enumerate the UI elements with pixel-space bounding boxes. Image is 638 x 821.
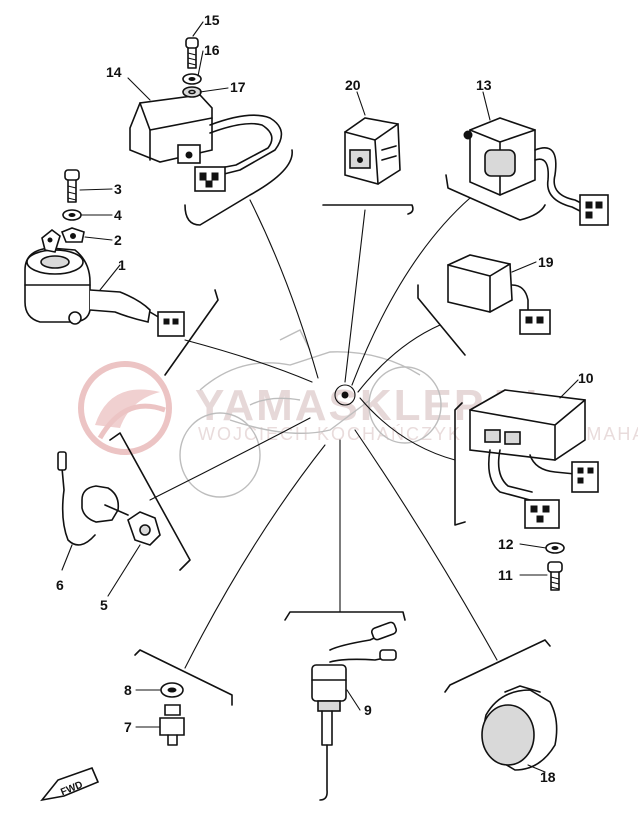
washer-part-12 [545,542,565,554]
bolt-part-3 [64,169,80,203]
label-part-18: 18 [540,769,556,785]
bolt-part-15 [185,37,199,69]
label-part-8: 8 [124,682,132,698]
watermark-logo-icon [78,361,172,455]
label-part-13: 13 [476,77,492,93]
label-part-7: 7 [124,719,132,735]
label-part-4: 4 [114,207,122,223]
relay-part-20 [344,117,401,185]
switch-part-5 [81,485,161,546]
relay-part-13 [463,117,609,226]
label-part-19: 19 [538,254,554,270]
label-part-3: 3 [114,181,122,197]
main-switch-part-1 [24,228,185,337]
leader-lines [149,197,498,669]
bolt-part-7 [159,704,185,746]
plate-part-2 [60,227,85,243]
washer-part-17 [182,86,202,98]
label-part-15: 15 [204,12,220,28]
nut-part-8 [160,682,184,698]
cable-part-6 [57,451,96,546]
label-part-14: 14 [106,64,122,80]
relay-cover-part-14 [129,94,283,192]
label-part-10: 10 [578,370,594,386]
control-unit-part-10 [469,389,599,529]
fwd-direction-icon: FWD [40,766,100,802]
flasher-part-19 [447,254,551,335]
label-part-11: 11 [498,567,513,583]
label-part-5: 5 [100,597,108,613]
group-brackets [109,149,551,706]
sender-part-9 [311,621,398,801]
label-part-12: 12 [498,536,514,552]
callout-lines [61,21,579,773]
label-part-20: 20 [345,77,361,93]
label-part-16: 16 [204,42,220,58]
label-part-6: 6 [56,577,64,593]
relay-part-18 [481,685,558,771]
washer-part-16 [182,73,202,85]
label-part-17: 17 [230,79,246,95]
washer-part-4 [62,209,82,221]
label-part-1: 1 [118,257,126,273]
label-part-2: 2 [114,232,122,248]
label-part-9: 9 [364,702,372,718]
motorcycle-silhouette [179,329,442,498]
part-labels: 15 16 17 14 20 13 3 4 2 1 19 10 12 11 6 … [56,12,594,785]
bolt-part-11 [547,561,563,591]
